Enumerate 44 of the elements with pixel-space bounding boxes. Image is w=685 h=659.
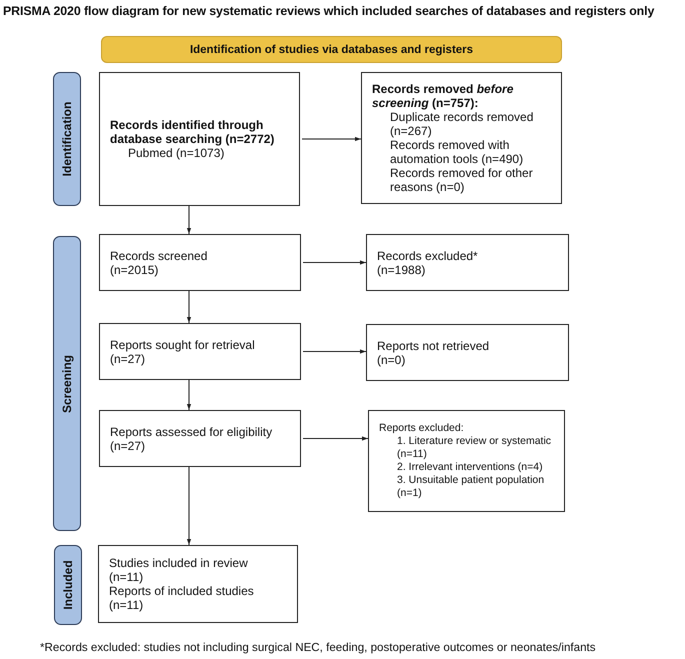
- arrow: [186, 380, 192, 410]
- box-heading: Records removed before screening (n=757):: [372, 82, 514, 110]
- process-box: [99, 410, 301, 467]
- diagram-title: PRISMA 2020 flow diagram for new systematic reviews which included searches of databases and registers only: [3, 4, 654, 18]
- process-box: [98, 545, 298, 623]
- box-heading: Reports assessed for eligibility (n=27): [110, 424, 274, 452]
- arrow: [186, 466, 192, 546]
- footnote: *Records excluded: studies not including surgical NEC, feeding, postoperative outcomes or neonates/infants: [40, 641, 596, 654]
- stage-label: Screening: [60, 354, 74, 413]
- stage-label: Identification: [60, 102, 74, 176]
- box-heading: Reports sought for retrieval (n=27): [110, 338, 256, 366]
- box-heading: Reports not retrieved (n=0): [377, 338, 490, 366]
- arrow: [302, 436, 368, 441]
- list-item: Pubmed (n=1073): [127, 146, 226, 160]
- list-item: Records removed with automation tools (n=490): [389, 138, 524, 166]
- banner-text: Identification of studies via databases and registers: [190, 44, 474, 56]
- list-item: Reports of included studies (n=11): [109, 584, 255, 612]
- arrow: [302, 260, 366, 265]
- arrow: [186, 206, 192, 234]
- process-box: [99, 323, 301, 380]
- process-box: [99, 72, 300, 206]
- list-item: Duplicate records removed (n=267): [389, 110, 534, 138]
- box-heading: Studies included in review (n=11): [109, 556, 249, 584]
- stage-band: [54, 545, 82, 625]
- process-box: [366, 234, 569, 291]
- box-heading: Records screened (n=2015): [110, 248, 208, 276]
- list-item: 2. Irrelevant interventions (n=4): [396, 461, 544, 474]
- stage-label: Included: [61, 560, 75, 610]
- process-box: [361, 72, 562, 204]
- list-item: Records removed for other reasons (n=0): [389, 166, 534, 194]
- stage-band: [53, 72, 81, 206]
- list-item: 3. Unsuitable patient population (n=1): [396, 474, 546, 500]
- box-heading: Records excluded* (n=1988): [377, 248, 479, 276]
- stage-band: [53, 236, 81, 531]
- box-heading: Records identified through database searching (n=2772): [110, 118, 276, 146]
- box-heading: Reports excluded:: [379, 422, 465, 435]
- arrow: [302, 136, 362, 142]
- section-banner: [101, 36, 562, 63]
- arrow: [302, 349, 366, 354]
- process-box: [99, 234, 301, 291]
- process-box: [366, 324, 569, 381]
- process-box: [368, 410, 565, 512]
- arrow: [186, 290, 192, 324]
- list-item: 1. Literature review or systematic (n=11): [396, 435, 552, 461]
